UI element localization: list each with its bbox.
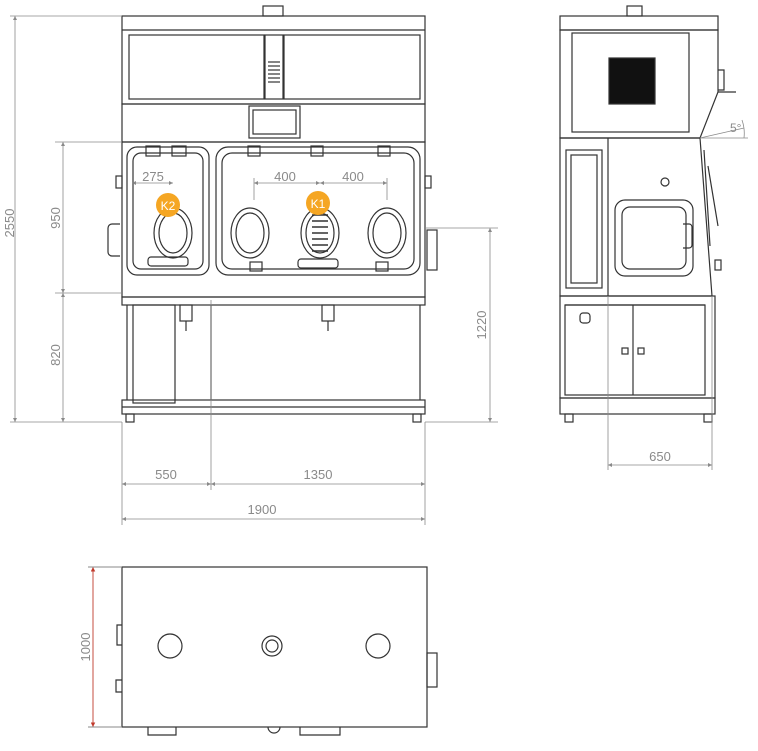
front-stand — [121, 296, 426, 306]
side-upper-body — [559, 29, 719, 139]
front-dimension-labels: 2550 950 820 1220 275 400 400 550 1350 1… — [2, 169, 489, 517]
dim-stand-height: 820 — [48, 344, 63, 366]
side-cabinet — [559, 295, 716, 399]
dim-port-right: 400 — [342, 169, 364, 184]
front-exhaust — [262, 5, 284, 17]
front-dimensions — [10, 15, 498, 525]
top-port-left — [157, 633, 183, 659]
dim-top-depth: 1000 — [78, 633, 93, 662]
side-chamber — [559, 137, 713, 297]
dim-side-height: 1220 — [474, 311, 489, 340]
glove-port-1 — [230, 207, 270, 259]
k1-badge: K1 — [306, 191, 330, 215]
dim-total-height: 2550 — [2, 209, 17, 238]
side-exhaust — [626, 5, 643, 17]
dim-total-width: 1900 — [248, 502, 277, 517]
hmi-screen — [248, 105, 301, 139]
side-view — [559, 5, 736, 423]
front-chamber — [121, 141, 426, 298]
top-port-center — [261, 635, 283, 657]
dim-port-left: 275 — [142, 169, 164, 184]
dim-section-left: 550 — [155, 467, 177, 482]
side-dimension-labels: 650 5° — [649, 121, 742, 464]
glove-port-3 — [367, 207, 407, 259]
front-view — [107, 5, 438, 423]
dim-side-depth: 650 — [649, 449, 671, 464]
antechamber-door — [126, 146, 210, 276]
k2-badge: K2 — [156, 193, 180, 217]
side-filter — [608, 57, 656, 105]
main-window — [215, 146, 421, 276]
side-dimensions — [607, 119, 748, 470]
top-outline — [121, 566, 428, 728]
top-view — [115, 566, 438, 736]
dim-port-mid: 400 — [274, 169, 296, 184]
top-dimensions — [88, 566, 122, 728]
dim-chamber-height: 950 — [48, 207, 63, 229]
k2-label: K2 — [161, 199, 176, 213]
dim-window-angle: 5° — [730, 121, 742, 135]
front-top-cabinet — [121, 15, 426, 105]
dim-section-right: 1350 — [304, 467, 333, 482]
top-port-right — [365, 633, 391, 659]
k1-label: K1 — [311, 197, 326, 211]
side-door — [614, 199, 694, 277]
